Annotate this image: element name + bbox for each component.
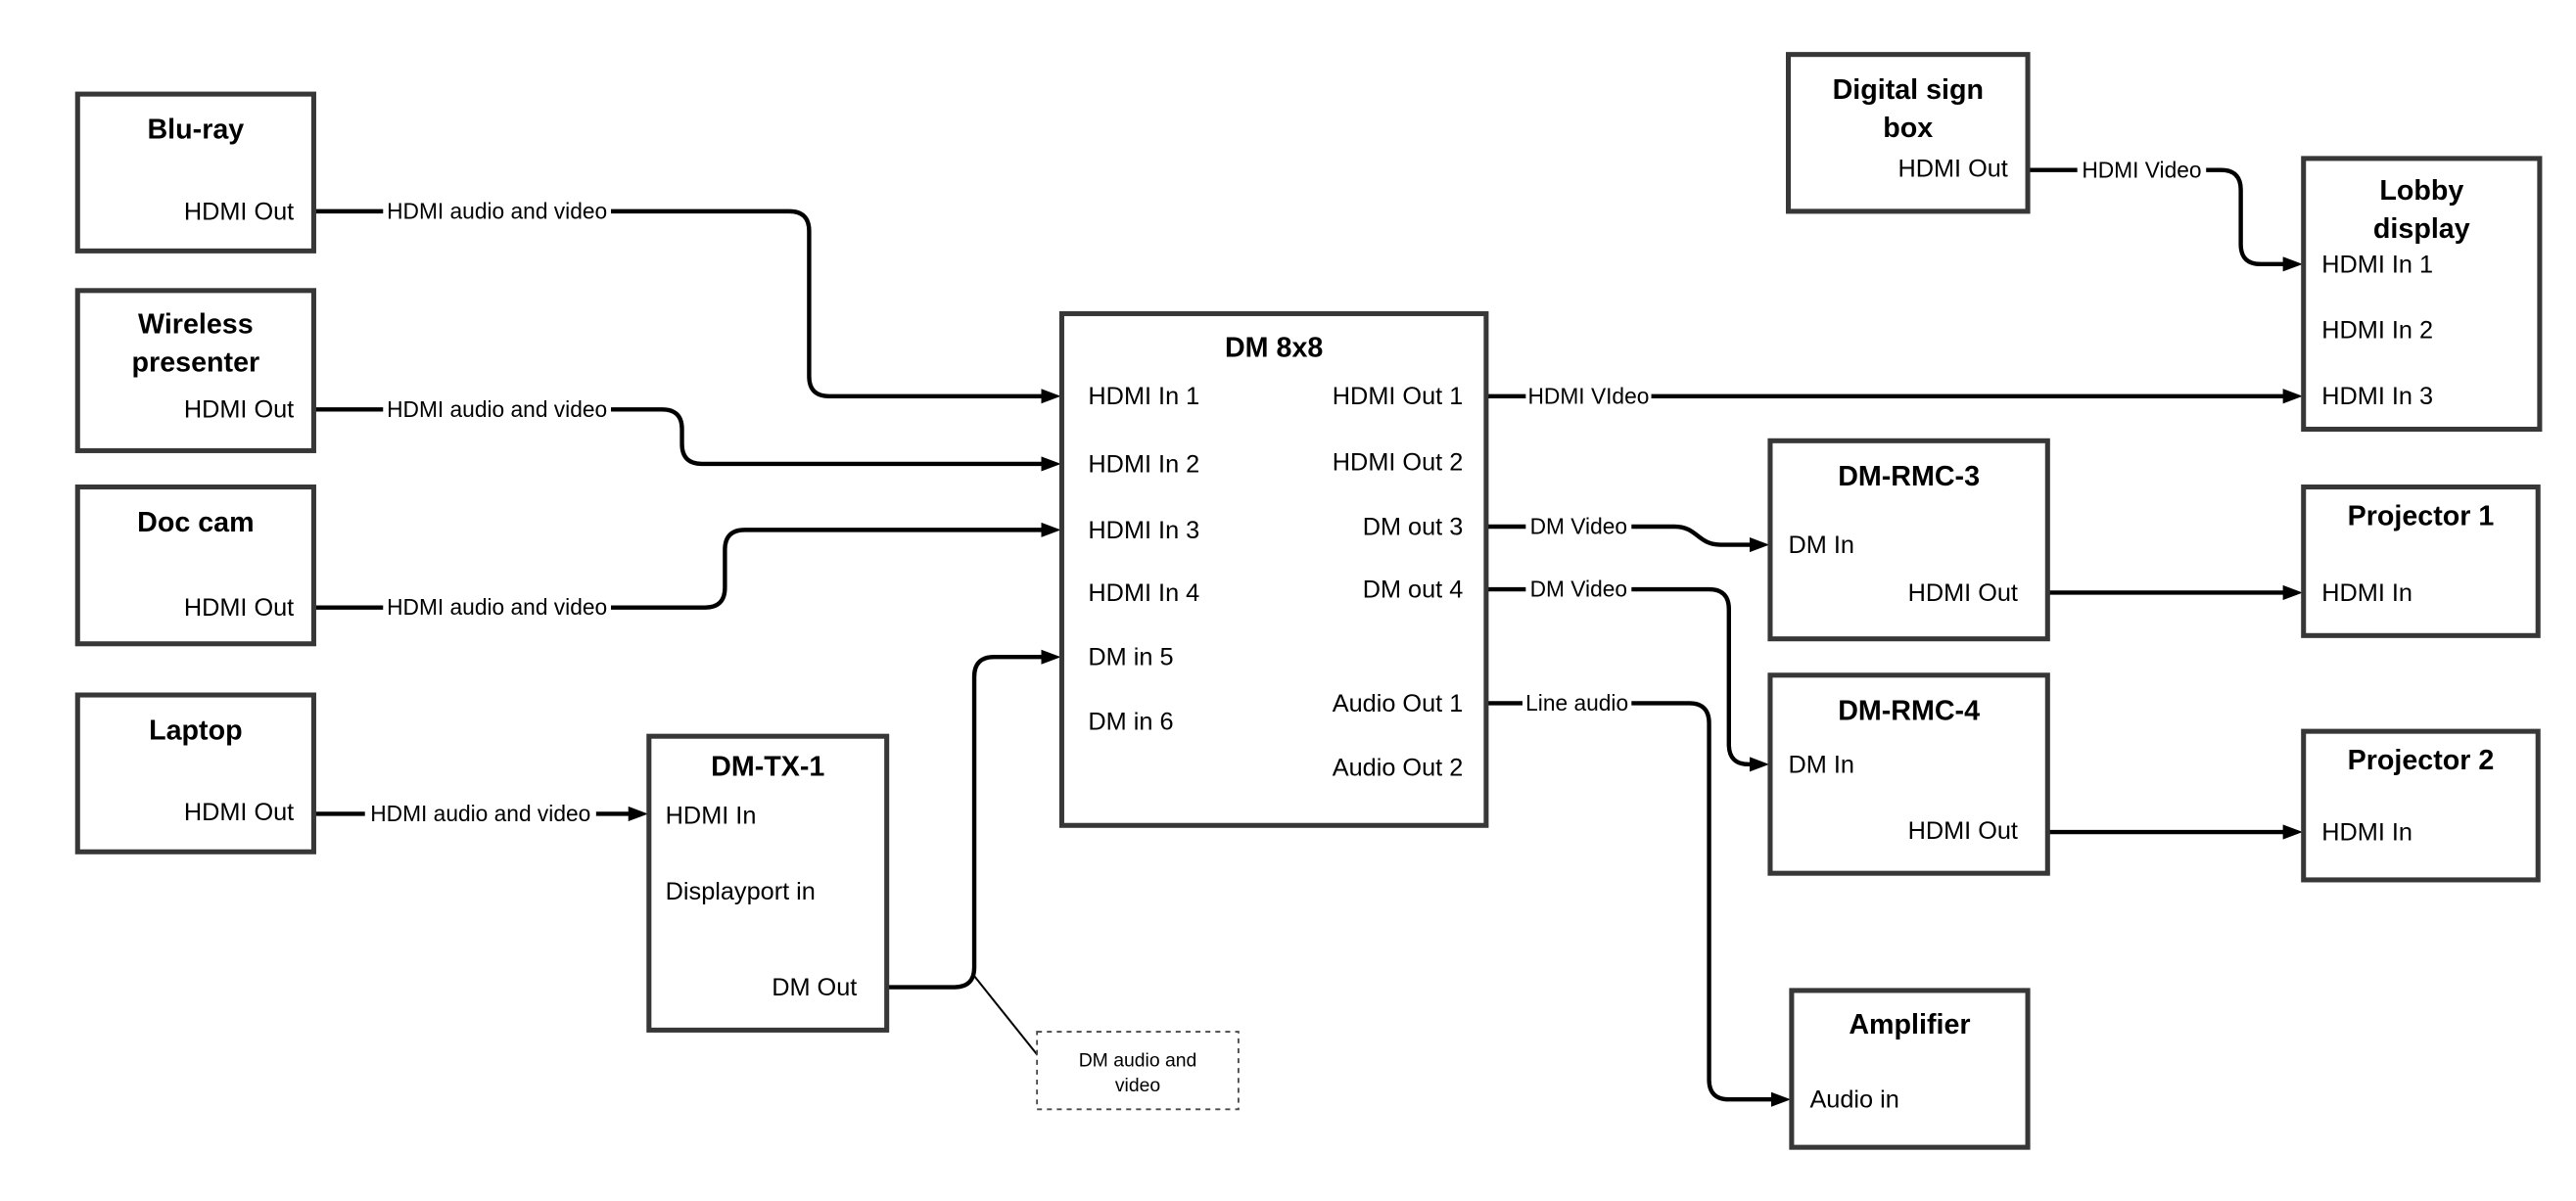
dm8x8-port-hdmi-in-2: HDMI In 2 [1088, 450, 1199, 478]
node-dm-rmc-3: DM-RMC-3 DM In HDMI Out [1767, 438, 2050, 642]
dm8x8-port-dm-in-6: DM in 6 [1088, 708, 1173, 735]
doccam-port-hdmi-out: HDMI Out [184, 594, 294, 622]
wire-bluray-to-dm8x8-seg2 [611, 208, 1061, 404]
wire-dmout4-to-rmc4-seg2 [1631, 586, 1770, 772]
dmtx1-box [646, 733, 890, 1033]
dmtx1-port-hdmi-in: HDMI In [666, 803, 757, 830]
bluray-port-hdmi-out: HDMI Out [184, 198, 294, 225]
node-wireless-presenter: Wireless presenter HDMI Out [74, 288, 316, 453]
node-doc-cam: Doc cam HDMI Out [74, 484, 316, 647]
wire-label-laptop: HDMI audio and video [370, 801, 590, 826]
note-leader-line [971, 973, 1040, 1058]
doccam-title: Doc cam [137, 507, 254, 538]
wire-label-doccam: HDMI audio and video [387, 594, 607, 620]
dm8x8-port-hdmi-out-1: HDMI Out 1 [1333, 383, 1463, 410]
wire-digitalsign-to-lobby-seg2 [2206, 167, 2303, 272]
dm8x8-port-dm-out-4: DM out 4 [1363, 577, 1464, 604]
projector2-box [2301, 728, 2541, 883]
dmtx1-title: DM-TX-1 [711, 752, 824, 783]
projector1-port-hdmi-in: HDMI In [2321, 579, 2412, 607]
note-text-line2: video [1115, 1075, 1160, 1096]
node-projector-2: Projector 2 HDMI In [2301, 728, 2541, 883]
dm8x8-port-audio-out-1: Audio Out 1 [1333, 690, 1464, 717]
projector1-box [2301, 484, 2541, 638]
doccam-box [74, 484, 316, 647]
dm8x8-port-hdmi-in-4: HDMI In 4 [1088, 579, 1199, 607]
lobby-port-hdmi-in-1: HDMI In 1 [2321, 251, 2433, 278]
laptop-box [74, 692, 316, 855]
projector2-port-hdmi-in: HDMI In [2321, 818, 2412, 846]
node-laptop: Laptop HDMI Out [74, 692, 316, 855]
wire-doccam-to-dm8x8-seg2 [611, 522, 1061, 610]
node-lobby-display: Lobby display HDMI In 1 HDMI In 2 HDMI I… [2301, 156, 2543, 433]
laptop-port-hdmi-out: HDMI Out [184, 799, 294, 826]
lobby-port-hdmi-in-2: HDMI In 2 [2321, 317, 2433, 345]
wire-dmout3-to-rmc3-seg2 [1631, 524, 1770, 553]
wire-label-line-audio: Line audio [1525, 690, 1628, 716]
dmrmc3-title: DM-RMC-3 [1838, 461, 1980, 492]
digitalsign-title-line2: box [1883, 113, 1933, 144]
wire-label-dm-video-out4: DM Video [1530, 577, 1627, 602]
dmrmc4-port-hdmi-out: HDMI Out [1908, 817, 2018, 845]
wire-label-wireless: HDMI audio and video [387, 396, 607, 422]
dmrmc3-box [1767, 438, 2050, 642]
amplifier-title: Amplifier [1849, 1009, 1970, 1040]
dm8x8-port-dm-in-5: DM in 5 [1088, 644, 1173, 671]
node-digital-sign-box: Digital sign box HDMI Out [1785, 52, 2031, 214]
amplifier-box [1789, 988, 2031, 1150]
wire-label-dm-video-out3: DM Video [1530, 514, 1627, 539]
digitalsign-port-hdmi-out: HDMI Out [1897, 155, 2007, 182]
wire-label-hdmi-video-sign: HDMI Video [2082, 157, 2201, 182]
dm8x8-port-dm-out-3: DM out 3 [1363, 513, 1464, 540]
node-projector-1: Projector 1 HDMI In [2301, 484, 2541, 638]
wireless-title-line2: presenter [132, 346, 260, 378]
dmtx1-port-dm-out: DM Out [772, 974, 857, 1001]
wire-wireless-to-dm8x8-seg2 [611, 407, 1061, 472]
lobby-title-line1: Lobby [2379, 175, 2463, 207]
amplifier-port-audio-in: Audio in [1809, 1086, 1898, 1114]
dmtx1-port-displayport-in: Displayport in [666, 878, 816, 905]
note-text-line1: DM audio and [1079, 1050, 1197, 1072]
wireless-title-line1: Wireless [138, 309, 254, 341]
bluray-box [74, 91, 316, 254]
note-box [1036, 1031, 1240, 1111]
note-dm-audio-and-video: DM audio and video [1036, 1031, 1240, 1111]
dmrmc4-title: DM-RMC-4 [1838, 695, 1980, 726]
dm8x8-port-hdmi-out-2: HDMI Out 2 [1333, 449, 1463, 477]
node-bluray: Blu-ray HDMI Out [74, 91, 316, 254]
node-dm-rmc-4: DM-RMC-4 DM In HDMI Out [1767, 672, 2050, 876]
wireless-box [74, 288, 316, 453]
digitalsign-box [1785, 52, 2031, 214]
dm8x8-port-hdmi-in-3: HDMI In 3 [1088, 517, 1199, 544]
wire-audioout1-to-amp-seg2 [1631, 701, 1792, 1107]
bluray-title: Blu-ray [147, 115, 244, 146]
dm8x8-title: DM 8x8 [1225, 332, 1323, 363]
wire-label-hdmi-video-out1: HDMI VIdeo [1527, 383, 1649, 408]
lobby-title-line2: display [2373, 213, 2470, 245]
dm8x8-port-hdmi-in-1: HDMI In 1 [1088, 383, 1199, 410]
lobby-box [2301, 156, 2543, 433]
projector2-title: Projector 2 [2348, 745, 2495, 776]
node-dm-8x8: DM 8x8 HDMI In 1 HDMI In 2 HDMI In 3 HDM… [1058, 310, 1489, 828]
lobby-port-hdmi-in-3: HDMI In 3 [2321, 383, 2433, 410]
dm8x8-port-audio-out-2: Audio Out 2 [1333, 755, 1464, 782]
projector1-title: Projector 1 [2348, 500, 2495, 531]
dmrmc3-port-hdmi-out: HDMI Out [1908, 579, 2018, 607]
dmrmc4-box [1767, 672, 2050, 876]
wireless-port-hdmi-out: HDMI Out [184, 396, 294, 424]
dm8x8-box [1058, 310, 1489, 828]
node-amplifier: Amplifier Audio in [1789, 988, 2031, 1150]
laptop-title: Laptop [149, 716, 243, 747]
digitalsign-title-line1: Digital sign [1833, 74, 1984, 106]
dmrmc4-port-dm-in: DM In [1789, 751, 1854, 778]
node-dm-tx-1: DM-TX-1 HDMI In Displayport in DM Out [646, 733, 890, 1033]
dmrmc3-port-dm-in: DM In [1789, 531, 1854, 559]
wire-dmtx1-to-dm8x8 [886, 649, 1061, 990]
wire-label-bluray: HDMI audio and video [387, 198, 607, 223]
